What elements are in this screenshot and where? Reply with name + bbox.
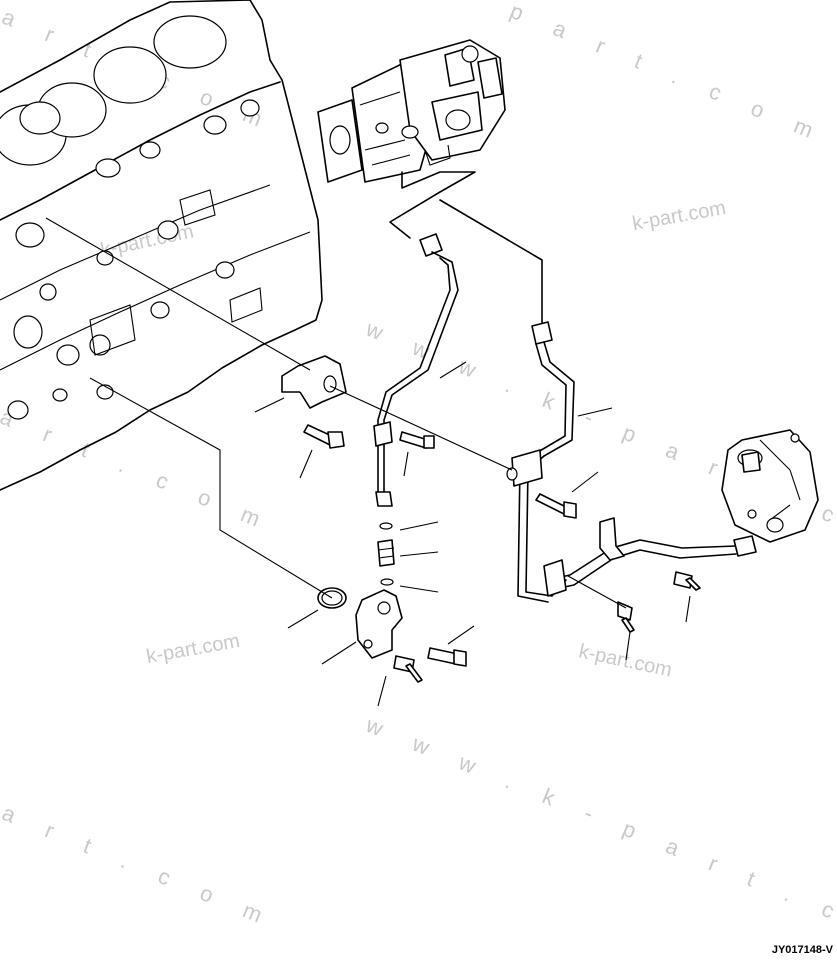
tube-left xyxy=(373,171,476,507)
mounting-bracket xyxy=(281,355,347,449)
engine-block xyxy=(0,0,323,491)
fittings xyxy=(317,522,403,659)
tube-lower xyxy=(543,517,757,597)
drawing-code: JY017148-V xyxy=(771,944,833,956)
upper-pump xyxy=(317,39,506,183)
right-pump xyxy=(721,429,819,543)
tube-right xyxy=(439,199,575,603)
leader-lines xyxy=(45,217,691,707)
bolts xyxy=(393,431,701,683)
